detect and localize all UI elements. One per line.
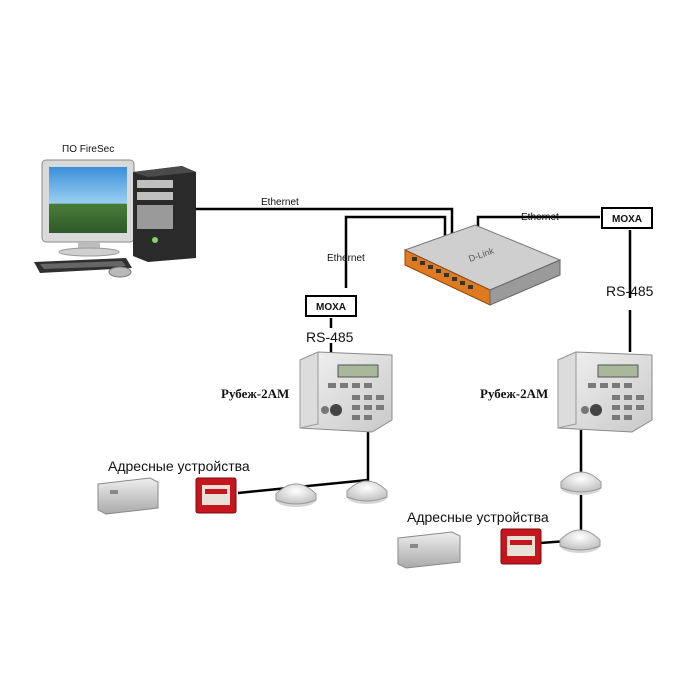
smoke-detector-right-2 xyxy=(559,529,601,553)
control-panel-left xyxy=(299,351,393,433)
devices-label-left: Адресные устройства xyxy=(108,458,250,474)
panel-label-left: Рубеж-2АМ xyxy=(221,386,289,401)
smoke-detector-left-1 xyxy=(275,483,317,507)
ethernet-label-pc: Ethernet xyxy=(261,197,299,208)
smoke-detector-left-2 xyxy=(346,480,388,504)
address-module-left xyxy=(97,477,159,515)
system-unit-icon xyxy=(133,166,196,262)
manual-call-point-left xyxy=(195,477,237,514)
smoke-detector-right-1 xyxy=(560,471,602,495)
pc-label: ПО FireSec xyxy=(62,144,114,155)
address-module-right xyxy=(397,531,461,569)
moxa-converter-left: MOXA xyxy=(305,295,357,317)
mouse-icon xyxy=(108,266,132,278)
rs485-label-right: RS-485 xyxy=(606,283,654,299)
ethernet-switch: D-Link xyxy=(403,224,562,306)
manual-call-point-right xyxy=(500,528,542,565)
moxa-left-label: MOXA xyxy=(316,302,346,313)
loop-left xyxy=(237,430,370,495)
moxa-right-label: MOXA xyxy=(612,214,642,225)
rs485-label-left: RS-485 xyxy=(306,329,354,345)
panel-label-right: Рубеж-2АМ xyxy=(480,386,548,401)
devices-label-right: Адресные устройства xyxy=(407,509,549,525)
ethernet-label-right: Ethernet xyxy=(521,212,559,223)
control-panel-right xyxy=(557,351,653,433)
ethernet-cable-left xyxy=(344,215,447,288)
ethernet-cable-pc xyxy=(196,207,454,240)
ethernet-label-left: Ethernet xyxy=(327,253,365,264)
keyboard-icon xyxy=(34,258,132,273)
ethernet-cable-right xyxy=(476,215,600,230)
monitor-icon xyxy=(41,159,135,257)
moxa-converter-right: MOXA xyxy=(601,207,653,229)
pc-workstation: ПО FireSec xyxy=(34,144,196,278)
